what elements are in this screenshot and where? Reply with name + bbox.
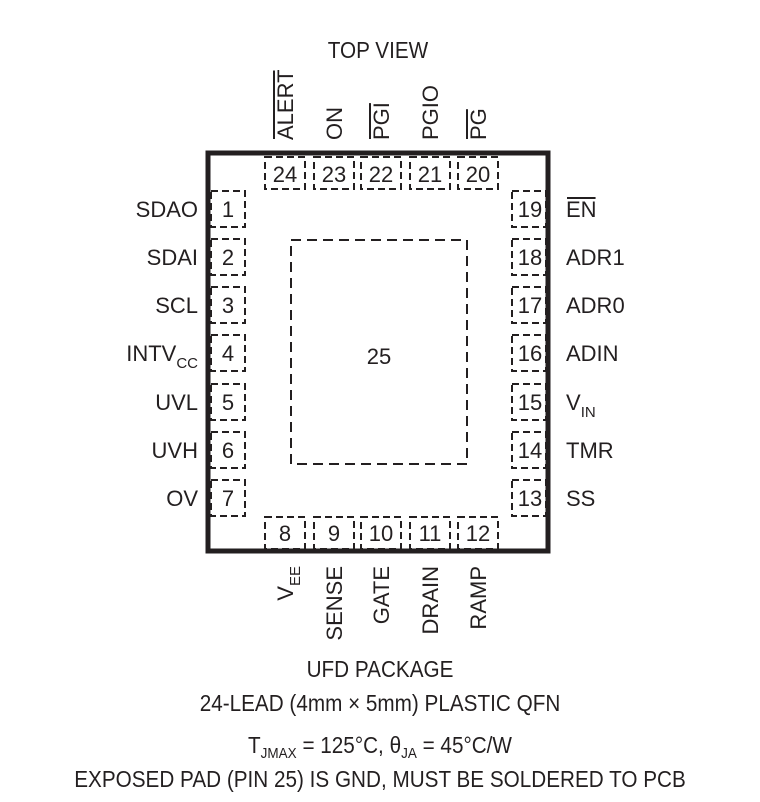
exposed-pad-number: 25 bbox=[367, 344, 391, 369]
pin-name-16: ADIN bbox=[566, 341, 619, 366]
theta-symbol: θ bbox=[389, 732, 402, 758]
pin-name-17: ADR0 bbox=[566, 293, 625, 318]
pin-number-23: 23 bbox=[322, 162, 346, 187]
pin-number-13: 13 bbox=[518, 486, 542, 511]
package-description: 24-LEAD (4mm × 5mm) PLASTIC QFN bbox=[199, 690, 561, 716]
pin-number-9: 9 bbox=[328, 521, 340, 546]
pin-16: 16 ADIN bbox=[511, 334, 619, 372]
pin-name-13: SS bbox=[566, 486, 595, 511]
pin-3: 3 SCL bbox=[155, 286, 246, 324]
pin-number-15: 15 bbox=[518, 390, 542, 415]
pin-number-16: 16 bbox=[518, 341, 542, 366]
pin-name-6: UVH bbox=[152, 438, 198, 463]
pin-19: 19 EN bbox=[511, 190, 597, 228]
pins: 1 SDAO 2 SDAI 3 SCL 4 INTVCC 5 UVL 6 UVH 7 OV 13 SS 14 TM… bbox=[126, 69, 624, 640]
pin-number-24: 24 bbox=[273, 162, 297, 187]
pin-number-8: 8 bbox=[279, 521, 291, 546]
pin-20: 20 PG bbox=[457, 108, 499, 190]
pin-name-11: DRAIN bbox=[418, 566, 443, 634]
pin-number-6: 6 bbox=[222, 438, 234, 463]
pin-name-3: SCL bbox=[155, 293, 198, 318]
pin-number-22: 22 bbox=[369, 162, 393, 187]
pin-1: 1 SDAO bbox=[136, 190, 246, 228]
pin-number-19: 19 bbox=[518, 197, 542, 222]
pin-name-19: EN bbox=[566, 197, 597, 222]
exposed-pad-note: EXPOSED PAD (PIN 25) IS GND, MUST BE SOL… bbox=[74, 766, 686, 792]
exposed-pad bbox=[290, 239, 468, 465]
pin-number-12: 12 bbox=[466, 521, 490, 546]
pin-name-4: INTVCC bbox=[126, 341, 198, 372]
diagram-title: TOP VIEW bbox=[328, 37, 429, 63]
pin-17: 17 ADR0 bbox=[511, 286, 625, 324]
pin-14: 14 TMR bbox=[511, 431, 614, 469]
package-name: UFD PACKAGE bbox=[306, 656, 454, 682]
package-body bbox=[205, 150, 551, 554]
pin-name-23: ON bbox=[322, 107, 347, 140]
pin-number-14: 14 bbox=[518, 438, 542, 463]
pin-number-18: 18 bbox=[518, 245, 542, 270]
pin-number-11: 11 bbox=[419, 521, 442, 546]
pin-number-4: 4 bbox=[222, 341, 234, 366]
pin-number-3: 3 bbox=[222, 293, 234, 318]
tjmax-symbol: T bbox=[248, 732, 261, 758]
pin-name-2: SDAI bbox=[147, 245, 198, 270]
pin-number-20: 20 bbox=[466, 162, 490, 187]
pin-name-1: SDAO bbox=[136, 197, 198, 222]
pin-name-10: GATE bbox=[369, 566, 394, 624]
pin-number-21: 21 bbox=[418, 162, 442, 187]
pin-number-5: 5 bbox=[222, 390, 234, 415]
pin-name-14: TMR bbox=[566, 438, 614, 463]
pin-13: 13 SS bbox=[511, 479, 595, 517]
pin-name-22: PGI bbox=[369, 102, 394, 140]
pin-number-2: 2 bbox=[222, 245, 234, 270]
pin-name-5: UVL bbox=[155, 390, 198, 415]
pin-5: 5 UVL bbox=[155, 383, 246, 421]
pin-name-24: ALERT bbox=[273, 69, 298, 140]
theta-subscript: JA bbox=[401, 745, 417, 762]
pin-15: 15 VIN bbox=[511, 383, 596, 421]
pin-2: 2 SDAI bbox=[147, 238, 246, 276]
pin-21: 21 PGIO bbox=[409, 85, 451, 190]
pin-22: 22 PGI bbox=[360, 102, 402, 190]
tjmax-subscript: JMAX bbox=[260, 745, 297, 762]
pin-number-7: 7 bbox=[222, 486, 234, 511]
pin-name-15: VIN bbox=[566, 390, 596, 421]
pin-name-7: OV bbox=[166, 486, 198, 511]
pin-name-9: SENSE bbox=[322, 566, 347, 641]
pin-number-10: 10 bbox=[369, 521, 393, 546]
pin-number-1: 1 bbox=[222, 197, 234, 222]
pin-name-12: RAMP bbox=[466, 566, 491, 630]
pin-6: 6 UVH bbox=[152, 431, 246, 469]
pin-name-8: VEE bbox=[273, 566, 304, 601]
pin-name-20: PG bbox=[466, 108, 491, 140]
pin-name-18: ADR1 bbox=[566, 245, 625, 270]
theta-value: = 45°C/W bbox=[416, 732, 512, 758]
pin-7: 7 OV bbox=[166, 479, 246, 517]
pin-18: 18 ADR1 bbox=[511, 238, 625, 276]
thermal-spec: TJMAX = 125°C, θJA = 45°C/W bbox=[38, 732, 722, 762]
pin-number-17: 17 bbox=[518, 293, 542, 318]
pin-23: 23 ON bbox=[313, 107, 355, 190]
pin-4: 4 INTVCC bbox=[126, 334, 246, 372]
tjmax-value: = 125°C, bbox=[296, 732, 390, 758]
pin-24: 24 ALERT bbox=[264, 69, 306, 190]
pin-name-21: PGIO bbox=[418, 85, 443, 140]
